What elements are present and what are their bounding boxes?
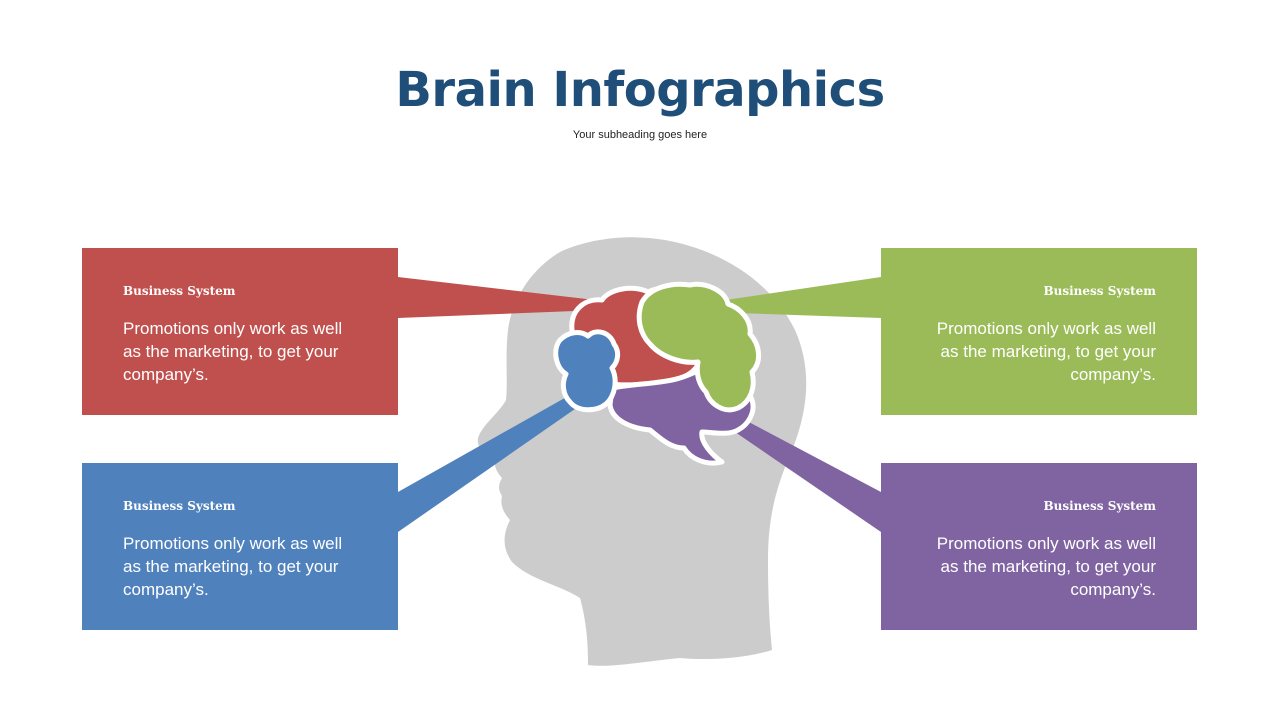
connector-green [710,277,881,318]
info-box-text: Promotions only work as well as the mark… [123,534,343,599]
info-box-text: Promotions only work as well as the mark… [936,534,1156,599]
info-box-bottom-left: Business System Promotions only work as … [82,463,398,630]
page-title: Brain Infographics [395,62,885,118]
connector-purple [735,420,881,532]
info-box-top-left: Business System Promotions only work as … [82,248,398,415]
brain-lobe-green [636,281,761,413]
connector-blue [398,395,585,532]
info-box-bottom-right: Business System Promotions only work as … [881,463,1197,630]
info-box-top-right: Business System Promotions only work as … [881,248,1197,415]
info-box-text: Promotions only work as well as the mark… [936,319,1156,384]
info-box-heading: Business System [1043,499,1157,513]
connector-red [398,277,600,318]
page-subtitle: Your subheading goes here [572,129,708,141]
info-box-heading: Business System [123,499,236,513]
info-box-text: Promotions only work as well as the mark… [123,319,343,384]
brain-lobe-blue [553,329,621,413]
info-box-heading: Business System [123,284,236,298]
info-box-heading: Business System [1043,284,1157,298]
